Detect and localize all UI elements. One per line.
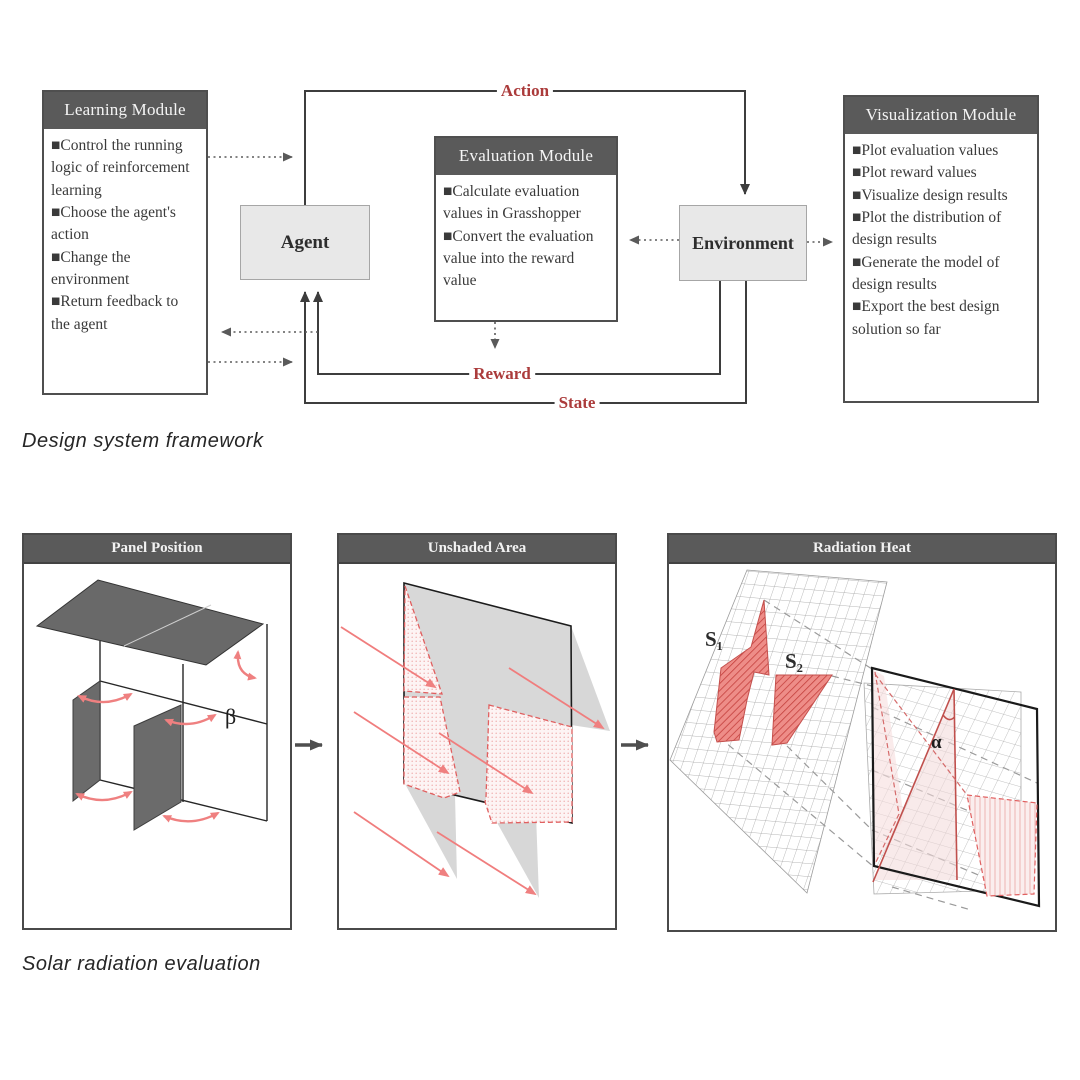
sun-ray-arrows [340,626,605,896]
learning-module-items: ■Control the running logic of reinforcem… [44,129,206,342]
learning-module-box: Learning Module ■Control the running log… [42,90,208,395]
framework-caption: Design system framework [22,430,264,452]
panel-position-drawing: β [24,564,290,928]
projected-radiation-area [966,794,1038,897]
beta-angle-label: β [225,704,236,729]
state-flow-label: State [554,393,600,413]
module-list-item: ■Plot reward values [852,164,977,182]
s2-label: S₂ [785,649,803,673]
radiation-heat-title: Radiation Heat [669,535,1055,564]
unshaded-area-drawing [339,564,615,928]
cast-shadows [404,626,610,898]
module-list-item: ■Plot evaluation values [852,142,999,159]
radiation-shape-s2 [771,674,833,746]
evaluation-module-box: Evaluation Module ■Calculate evaluation … [434,136,618,322]
angle-construction-lines [872,671,968,883]
s1-label: S₁ [705,627,723,651]
receiver-panel-outline [870,666,1041,908]
rotation-arrows [75,650,257,823]
visualization-module-items: ■Plot evaluation values ■Plot reward valu… [845,134,1037,347]
state-arrow [300,281,747,404]
alpha-angle-label: α [931,732,942,753]
module-list-item: ■Export the best design solution so far [852,298,1000,338]
module-list-item: ■Calculate evaluation values in Grasshop… [443,183,581,223]
agent-node: Agent [240,205,370,280]
module-list-item: ■Generate the model of design results [852,253,1000,293]
louver-panel-middle [133,704,182,831]
agent-label: Agent [280,231,330,253]
module-list-item: ■Convert the evaluation value into the r… [443,227,594,290]
panel-position-title: Panel Position [24,535,290,564]
radiation-shape-s1 [713,599,770,743]
module-list-item: ■Control the running logic of reinforcem… [51,137,190,199]
module-list-item: ■Choose the agent's action [51,203,176,244]
evaluation-module-items: ■Calculate evaluation values in Grasshop… [436,175,616,299]
module-list-item: ■Plot the distribution of design results [852,208,1002,249]
roof-panel [35,579,265,666]
radiation-heat-svg: S₁ S₂ α [669,569,1041,911]
learning-module-title: Learning Module [44,92,206,129]
radiation-heat-panel: Radiation Heat [667,533,1057,932]
unshaded-area-svg [340,581,610,898]
panel-position-panel: Panel Position [22,533,292,930]
environment-node: Environment [679,205,807,281]
module-list-item: ■Change the environment [51,248,131,288]
unshaded-area-panel: Unshaded Area [337,533,617,930]
panel-position-svg: β [35,579,268,831]
unshaded-area-title: Unshaded Area [339,535,615,564]
evaluation-module-title: Evaluation Module [436,138,616,175]
evaluation-caption: Solar radiation evaluation [22,953,261,975]
action-flow-label: Action [496,81,554,101]
visualization-module-box: Visualization Module ■Plot evaluation va… [843,95,1039,403]
unshaded-regions [403,585,573,824]
louver-panel-left [72,680,101,803]
reward-flow-label: Reward [469,364,535,384]
visualization-module-title: Visualization Module [845,97,1037,134]
module-list-item: ■Visualize design results [852,186,1008,204]
environment-label: Environment [692,232,794,253]
radiation-heat-drawing: S₁ S₂ α [669,564,1055,930]
module-list-item: ■Return feedback to the agent [51,293,179,333]
